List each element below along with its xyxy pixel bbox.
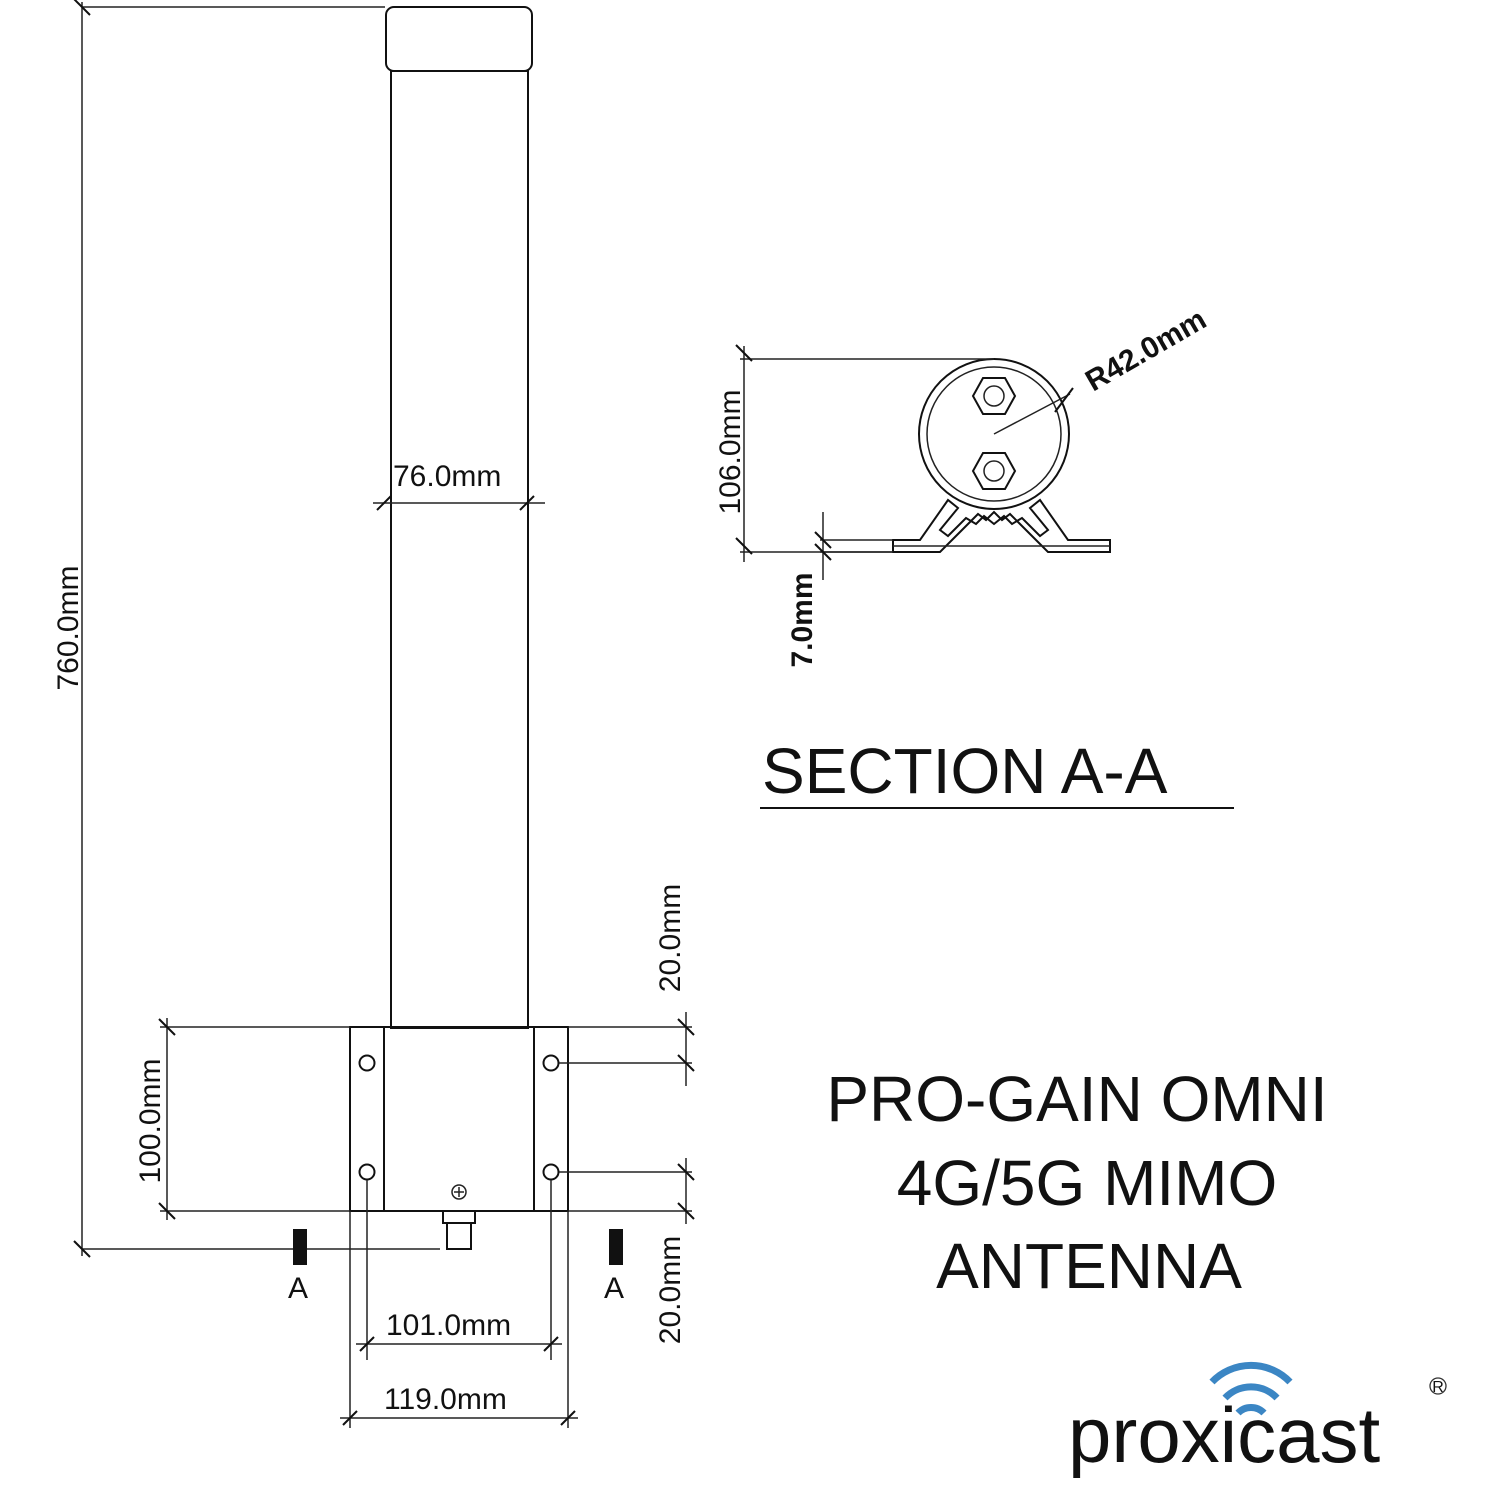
antenna-front-view [349, 6, 569, 1250]
dim-radome-diameter: 76.0mm [373, 460, 545, 511]
dim-label-r42: R42.0mm [1080, 303, 1212, 398]
section-label-left: A [288, 1272, 308, 1305]
logo-registered: R [1432, 1379, 1444, 1396]
dim-label-7: 7.0mm [786, 572, 819, 667]
section-markers: A A [288, 1229, 624, 1305]
dim-hole-spacing: 101.0mm [356, 1180, 562, 1360]
radome-cap [385, 6, 533, 72]
mount-hole [542, 1163, 560, 1181]
dim-label-760: 760.0mm [52, 565, 85, 690]
section-marker-right [609, 1229, 623, 1265]
dim-overall-height: 760.0mm [52, 0, 440, 1258]
dim-hole-offset-bottom: 20.0mm [559, 1158, 695, 1344]
dim-label-100: 100.0mm [134, 1058, 167, 1183]
product-title-line1: PRO-GAIN OMNI [826, 1063, 1327, 1135]
dim-label-76: 76.0mm [393, 460, 501, 493]
dim-hole-offset-top: 20.0mm [559, 884, 695, 1086]
dim-label-119: 119.0mm [384, 1383, 507, 1416]
mount-hole [358, 1054, 376, 1072]
dim-label-106: 106.0mm [714, 389, 747, 514]
product-title: PRO-GAIN OMNI 4G/5G MIMO ANTENNA [826, 1063, 1327, 1302]
dim-label-101: 101.0mm [386, 1309, 511, 1342]
dim-section-height: 106.0mm [714, 344, 994, 562]
dim-base-thickness: 7.0mm [786, 512, 893, 668]
mount-hole [358, 1163, 376, 1181]
dim-label-20-bottom: 20.0mm [654, 1236, 687, 1344]
dim-mount-width: 119.0mm [340, 1211, 578, 1428]
bolt-lower [971, 452, 1017, 490]
mounting-plate [349, 1026, 569, 1212]
section-view [892, 358, 1111, 553]
section-marker-left [293, 1229, 307, 1265]
bracket-base [892, 498, 1111, 553]
mount-hole [542, 1054, 560, 1072]
n-connector [442, 1210, 476, 1224]
wifi-icon [1209, 1361, 1293, 1416]
ground-screw [451, 1184, 467, 1200]
bolt-upper [971, 377, 1017, 415]
product-title-line3: ANTENNA [936, 1230, 1242, 1302]
section-title: SECTION A-A [762, 735, 1168, 807]
clamp-inner [926, 366, 1062, 502]
product-title-line2: 4G/5G MIMO [897, 1147, 1278, 1219]
dim-label-20-top: 20.0mm [654, 884, 687, 992]
dim-mount-height: 100.0mm [134, 1018, 350, 1220]
proxicast-logo: proxicast R [1068, 1361, 1447, 1479]
radome-body [390, 70, 529, 1029]
section-title-group: SECTION A-A [760, 735, 1234, 809]
logo-wordmark: proxicast [1068, 1391, 1380, 1479]
section-label-right: A [604, 1272, 624, 1305]
